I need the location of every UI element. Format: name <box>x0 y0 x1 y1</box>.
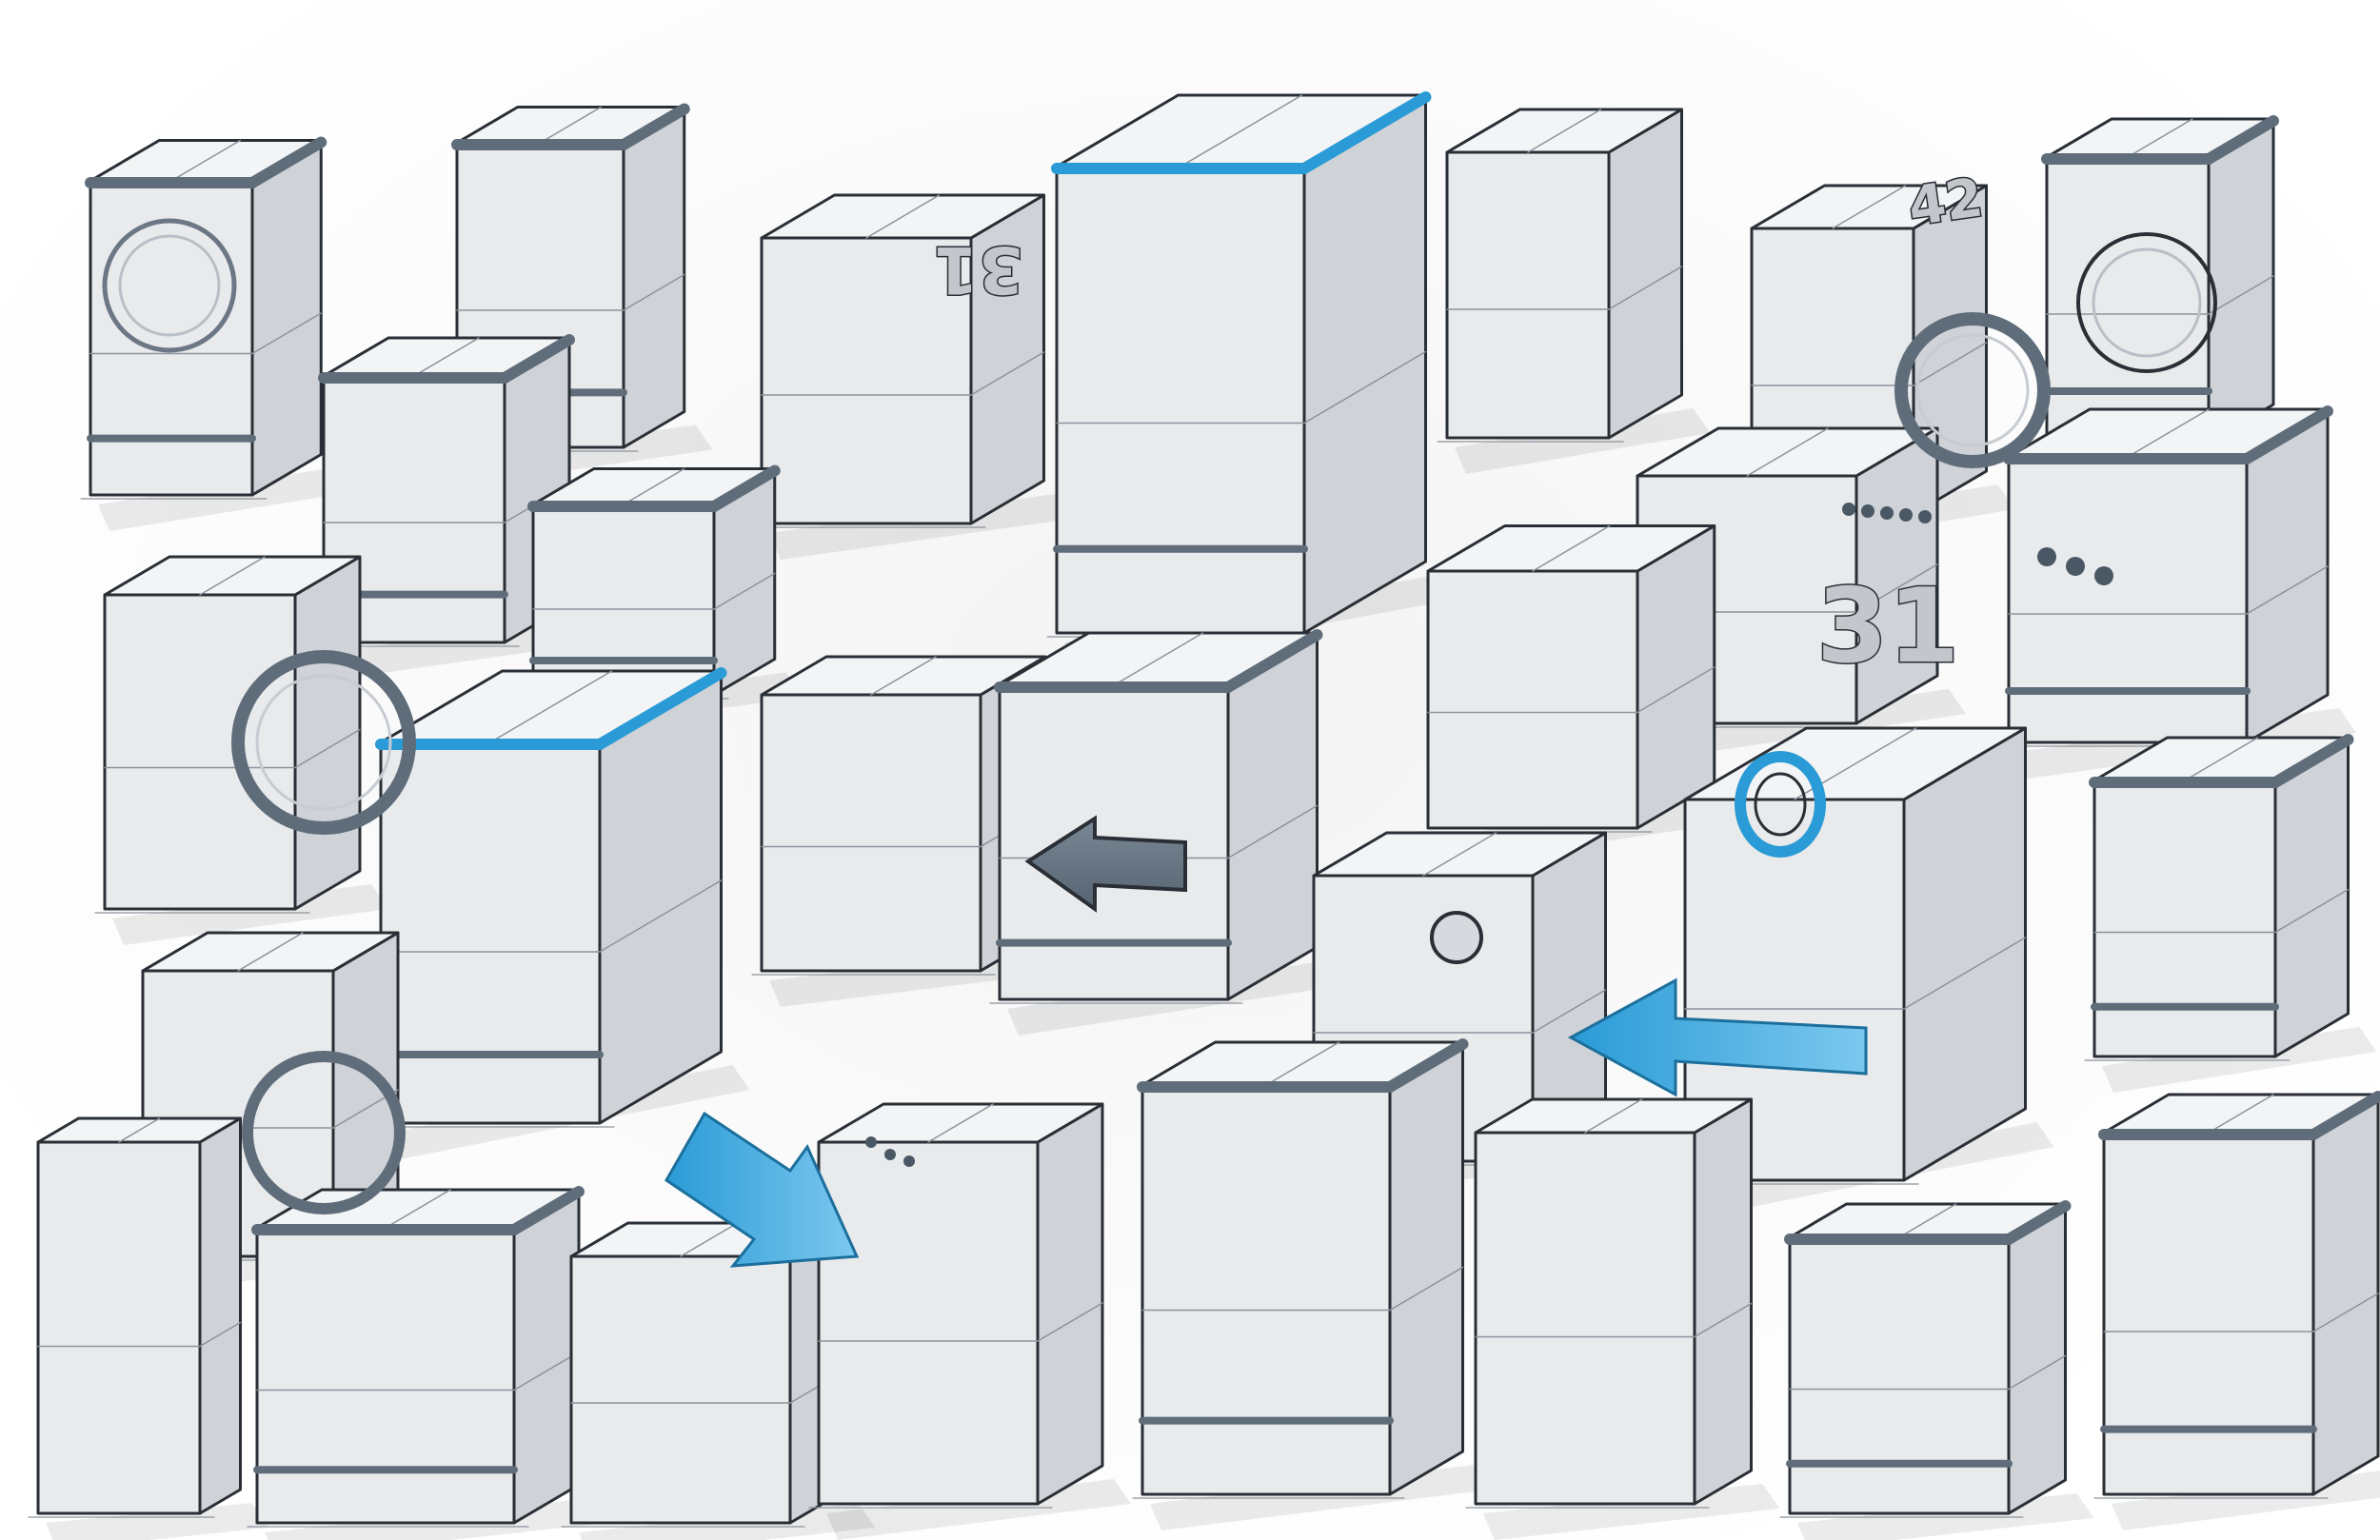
machine-sketch <box>313 334 598 679</box>
machine-sketch <box>1437 108 1711 474</box>
arrow-left-icon <box>1024 815 1187 913</box>
top-label-42: 42 <box>1905 167 1987 238</box>
detail-group: 31 42 31 <box>102 166 2217 1268</box>
machine-sketch <box>80 136 350 531</box>
door-ring-icon <box>1894 312 2051 468</box>
machine-sketch <box>2084 734 2377 1093</box>
door-ring-icon <box>242 1051 406 1214</box>
arrow-left-blue-icon <box>1567 977 1868 1097</box>
door-ring-icon <box>231 650 416 835</box>
dial-ring-icon <box>1735 751 1826 858</box>
machine-sketch <box>28 1116 269 1540</box>
machine-sketch <box>370 667 750 1159</box>
machine-sketch <box>1465 1097 1780 1540</box>
machine-sketch <box>2093 1091 2380 1530</box>
door-ring-icon <box>102 218 237 353</box>
machine-sketch <box>751 193 1073 560</box>
machine-group <box>28 91 2380 1540</box>
machine-sketch <box>1675 726 2054 1216</box>
machine-sketch <box>1132 1038 1492 1530</box>
machine-sketch <box>1779 1200 2094 1540</box>
control-panel-dots <box>865 503 2113 1167</box>
machine-sketch <box>1046 91 1455 669</box>
machine-sketch <box>1998 405 2356 779</box>
door-ring-icon <box>1430 911 1483 964</box>
machine-sketch <box>989 629 1346 1036</box>
machine-sketch <box>247 1186 607 1540</box>
door-ring-icon <box>2076 232 2217 373</box>
arrow-down-right-icon <box>664 1111 860 1268</box>
front-label-31: 31 <box>1816 567 1959 686</box>
top-label-31: 31 <box>933 231 1023 306</box>
machine-sketch <box>808 1102 1131 1540</box>
